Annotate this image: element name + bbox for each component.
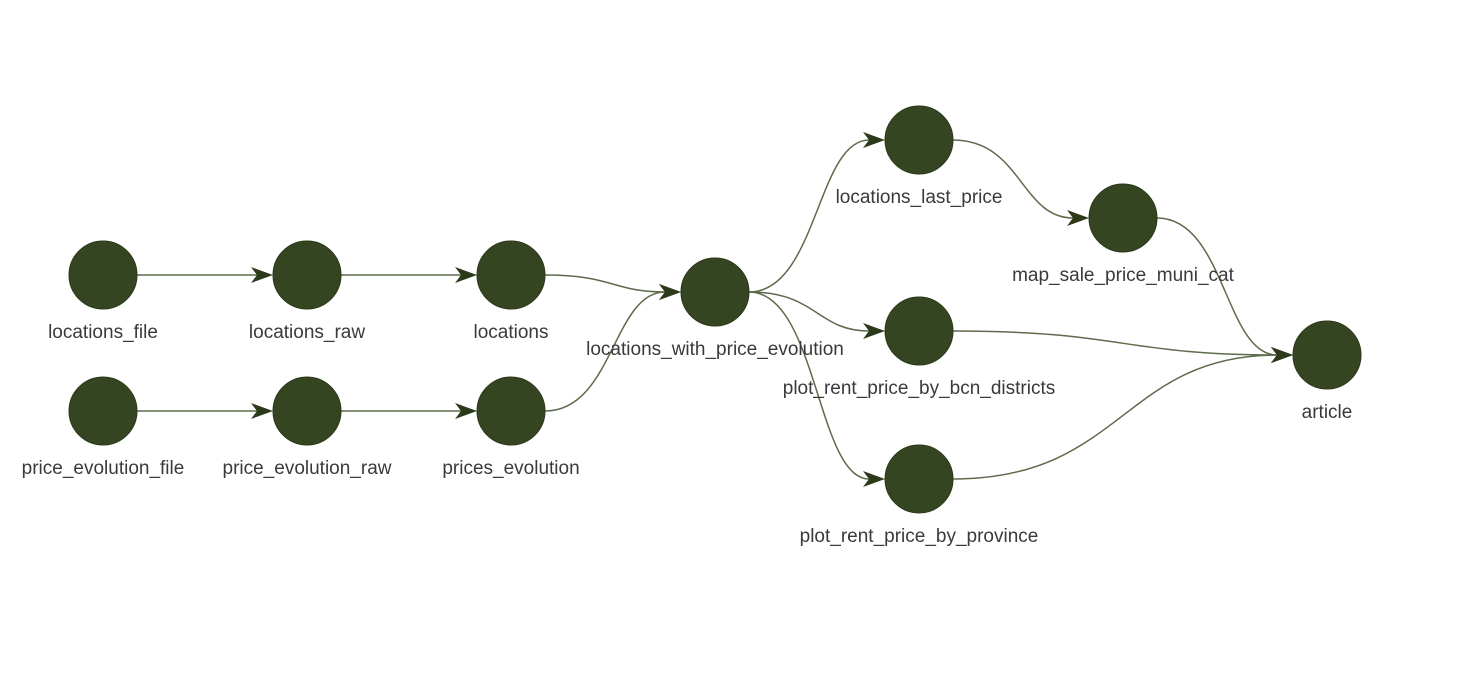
node-label-locations_file: locations_file [48,322,158,343]
node-label-locations_raw: locations_raw [249,322,365,343]
node-locations_file[interactable]: locations_file [48,240,158,343]
node-label-price_evolution_raw: price_evolution_raw [223,458,392,479]
arrowhead-locations_last_price-to-map_sale_price_muni_cat [1067,210,1089,226]
node-circle-prices_evolution[interactable] [476,376,546,446]
node-map_sale_price_muni_cat[interactable]: map_sale_price_muni_cat [1012,183,1235,286]
node-prices_evolution[interactable]: prices_evolution [442,376,580,479]
edge-locations_with_price_evolution-to-plot_rent_price_by_province [748,291,870,480]
node-price_evolution_raw[interactable]: price_evolution_raw [223,376,392,479]
node-locations_with_price_evolution[interactable]: locations_with_price_evolution [586,257,844,360]
node-label-map_sale_price_muni_cat: map_sale_price_muni_cat [1012,265,1235,286]
node-circle-locations_with_price_evolution[interactable] [680,257,750,327]
arrowhead-price_evolution_file-to-price_evolution_raw [251,403,273,419]
arrowhead-prices_evolution-to-locations_with_price_evolution [659,284,681,300]
edge-plot_rent_price_by_province-to-article [952,354,1278,480]
node-locations_raw[interactable]: locations_raw [249,240,365,343]
edge-locations_with_price_evolution-to-locations_last_price [748,139,870,293]
edge-plot_rent_price_by_bcn_districts-to-article [952,330,1278,356]
nodes-layer: locations_file locations_raw locations pric… [22,105,1362,547]
arrowhead-locations_with_price_evolution-to-plot_rent_price_by_province [863,471,885,487]
edge-locations-to-locations_with_price_evolution [544,274,666,293]
node-label-locations: locations [474,322,549,343]
node-circle-locations[interactable] [476,240,546,310]
node-label-plot_rent_price_by_bcn_districts: plot_rent_price_by_bcn_districts [783,378,1056,399]
node-plot_rent_price_by_bcn_districts[interactable]: plot_rent_price_by_bcn_districts [783,296,1056,399]
edge-prices_evolution-to-locations_with_price_evolution [544,291,666,412]
arrowhead-locations_with_price_evolution-to-plot_rent_price_by_bcn_districts [863,323,885,339]
arrowhead-plot_rent_price_by_province-to-article [1271,347,1293,363]
node-plot_rent_price_by_province[interactable]: plot_rent_price_by_province [800,444,1039,547]
node-price_evolution_file[interactable]: price_evolution_file [22,376,185,479]
node-label-article: article [1302,402,1353,423]
node-circle-locations_raw[interactable] [272,240,342,310]
node-circle-price_evolution_file[interactable] [68,376,138,446]
node-label-plot_rent_price_by_province: plot_rent_price_by_province [800,526,1039,547]
node-label-prices_evolution: prices_evolution [442,458,579,479]
node-label-price_evolution_file: price_evolution_file [22,458,185,479]
node-circle-plot_rent_price_by_province[interactable] [884,444,954,514]
node-locations_last_price[interactable]: locations_last_price [836,105,1003,208]
edge-map_sale_price_muni_cat-to-article [1156,217,1278,356]
arrowhead-locations_with_price_evolution-to-locations_last_price [863,132,885,148]
node-circle-map_sale_price_muni_cat[interactable] [1088,183,1158,253]
arrowhead-price_evolution_raw-to-prices_evolution [455,403,477,419]
node-label-locations_last_price: locations_last_price [836,187,1003,208]
edge-locations_with_price_evolution-to-plot_rent_price_by_bcn_districts [748,291,870,332]
node-article[interactable]: article [1292,320,1362,423]
edges-layer [136,132,1293,487]
node-circle-locations_file[interactable] [68,240,138,310]
node-locations[interactable]: locations [474,240,549,343]
node-circle-locations_last_price[interactable] [884,105,954,175]
node-circle-price_evolution_raw[interactable] [272,376,342,446]
node-circle-article[interactable] [1292,320,1362,390]
node-label-locations_with_price_evolution: locations_with_price_evolution [586,339,844,360]
arrowhead-locations_file-to-locations_raw [251,267,273,283]
arrowhead-locations_raw-to-locations [455,267,477,283]
edge-locations_last_price-to-map_sale_price_muni_cat [952,139,1074,219]
node-circle-plot_rent_price_by_bcn_districts[interactable] [884,296,954,366]
